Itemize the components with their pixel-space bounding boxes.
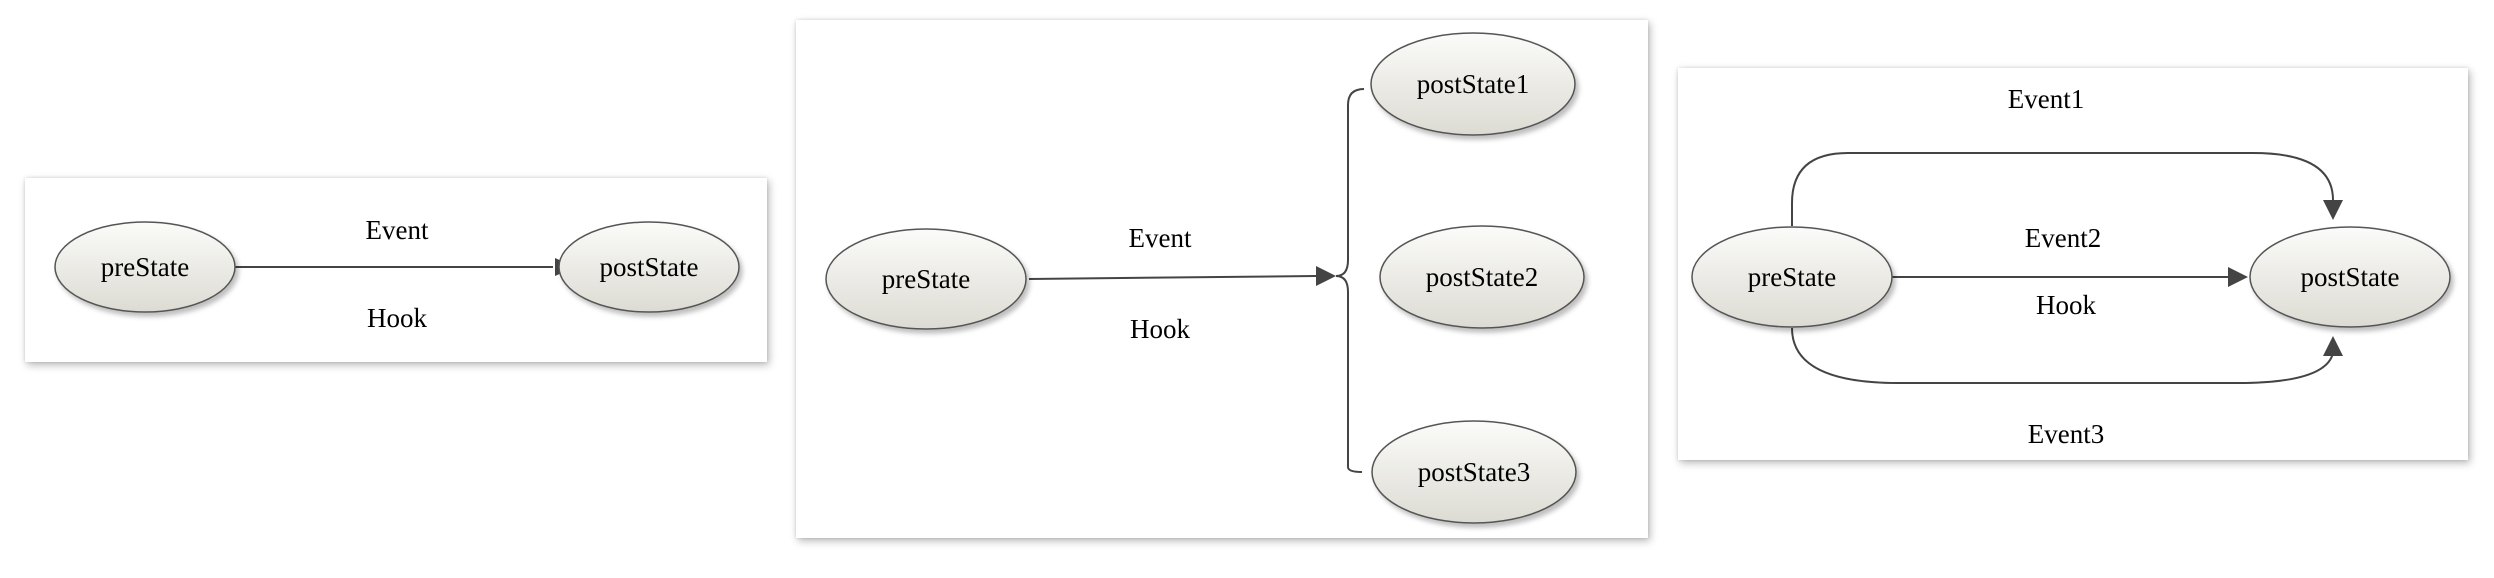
node-poststate-label: postState xyxy=(2301,262,2400,292)
edge-label-event2: Event2 xyxy=(2025,223,2101,253)
diagram-canvas: preState postState Event Hook xyxy=(54,215,740,333)
node-poststate2[interactable] xyxy=(1379,225,1585,329)
node-prestate-label: preState xyxy=(1748,262,1836,292)
edge-label-hook: Hook xyxy=(1130,314,1190,344)
arrowhead xyxy=(2228,267,2248,287)
node-poststate1-label: postState1 xyxy=(1417,69,1530,99)
arrowhead xyxy=(1316,266,1336,286)
node-prestate[interactable] xyxy=(1691,226,1893,328)
edge-label-hook: Hook xyxy=(2036,290,2096,320)
node-poststate3[interactable] xyxy=(1371,420,1577,524)
node-prestate[interactable] xyxy=(825,228,1027,330)
diagram-panel-branching: preState postState1 postState2 postState… xyxy=(796,20,1648,538)
node-prestate-label: preState xyxy=(101,252,189,282)
edge-label-hook: Hook xyxy=(367,303,427,333)
edge-label-event1: Event1 xyxy=(2008,84,2084,114)
node-poststate-label: postState xyxy=(600,252,699,282)
diagram-panel-simple: preState postState Event Hook xyxy=(25,178,767,362)
diagram-canvas: preState postState Event1 Event2 Hook Ev… xyxy=(1691,84,2451,449)
node-poststate[interactable] xyxy=(2249,226,2451,328)
diagram-panel-multi-event: preState postState Event1 Event2 Hook Ev… xyxy=(1678,68,2468,460)
node-prestate-label: preState xyxy=(882,264,970,294)
branch-brace xyxy=(1335,88,1365,473)
node-prestate[interactable] xyxy=(54,221,236,313)
arrowhead xyxy=(2323,336,2343,356)
arrowhead xyxy=(2323,200,2343,220)
node-poststate[interactable] xyxy=(558,221,740,313)
edge-event1-arrow xyxy=(1791,152,2334,226)
diagram-canvas: preState postState1 postState2 postState… xyxy=(825,32,1585,524)
edge-event-arrow xyxy=(1028,275,1317,280)
node-poststate1[interactable] xyxy=(1370,32,1576,136)
edge-label-event: Event xyxy=(1129,223,1192,253)
edge-event3-arrow xyxy=(1791,327,2334,384)
node-poststate2-label: postState2 xyxy=(1426,262,1539,292)
edge-label-event: Event xyxy=(366,215,429,245)
edge-label-event3: Event3 xyxy=(2028,419,2104,449)
node-poststate3-label: postState3 xyxy=(1418,457,1531,487)
